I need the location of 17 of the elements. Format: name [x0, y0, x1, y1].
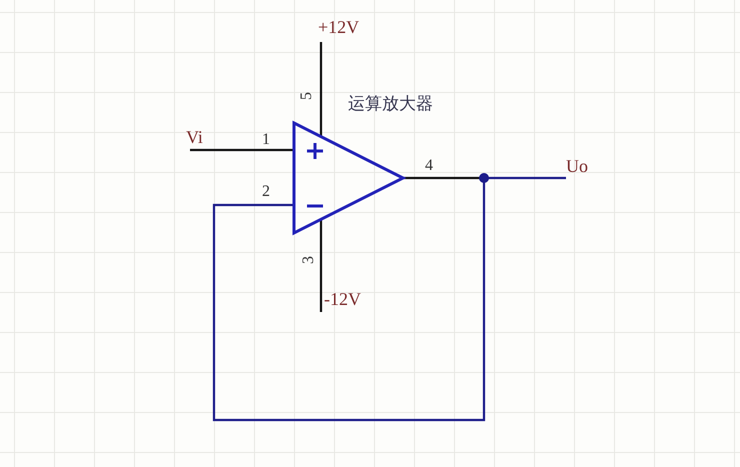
component-label: 运算放大器	[348, 94, 433, 114]
wire	[212, 182, 486, 422]
pin-number: 5	[299, 92, 315, 100]
junction-dot	[479, 173, 489, 183]
wire	[190, 148, 294, 152]
wire	[320, 42, 322, 136]
pin-number: 1	[262, 132, 270, 148]
wire	[403, 176, 480, 180]
pin-number: 4	[425, 158, 433, 174]
pin-number: 3	[301, 256, 317, 264]
wire	[320, 219, 322, 312]
net-label: +12V	[318, 16, 368, 42]
net-label: Uo	[566, 155, 596, 179]
net-label: Vi	[186, 126, 214, 150]
wire	[488, 176, 566, 180]
pin-number: 2	[262, 184, 270, 200]
net-label: -12V	[321, 288, 369, 312]
